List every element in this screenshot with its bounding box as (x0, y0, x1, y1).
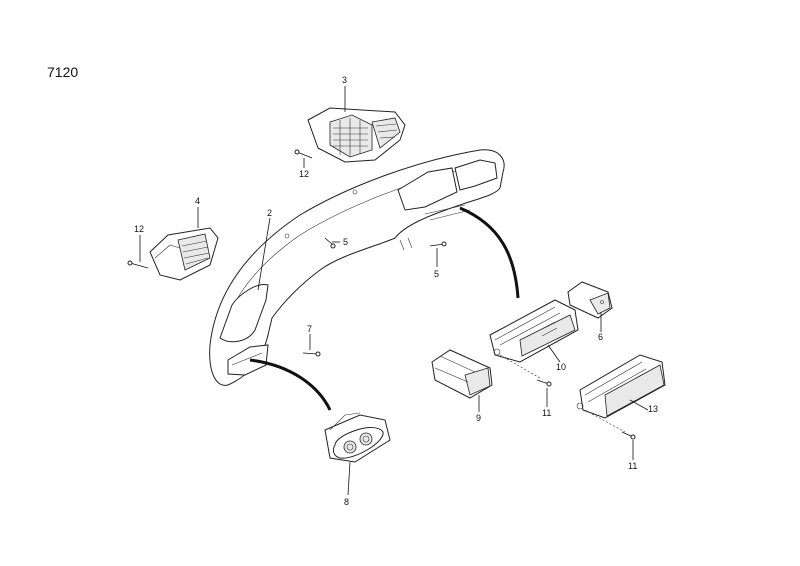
callout-2: 2 (267, 208, 272, 218)
screws (127, 149, 636, 440)
display-unit-10 (489, 299, 579, 363)
callout-6: 6 (598, 332, 603, 342)
callout-11: 11 (542, 408, 551, 418)
side-air-vent (149, 227, 219, 281)
callout-5: 5 (343, 237, 348, 247)
callout-9: 9 (476, 413, 481, 423)
rocker-switch-9 (431, 349, 493, 399)
callout-5: 5 (434, 269, 439, 279)
switch-panel-8 (324, 412, 391, 463)
dashboard-trim-panel (209, 149, 505, 386)
callout-labels: 3 12 4 12 2 5 5 7 6 10 9 11 13 11 8 (134, 75, 658, 507)
switch-6 (567, 281, 613, 319)
callout-3: 3 (342, 75, 347, 85)
callout-12: 12 (134, 224, 144, 234)
callout-10: 10 (556, 362, 566, 372)
center-air-vent (307, 107, 406, 163)
leader-lines (139, 86, 649, 496)
callout-13: 13 (648, 404, 658, 414)
callout-4: 4 (195, 196, 200, 206)
callout-11: 11 (628, 461, 637, 471)
callout-12: 12 (299, 169, 309, 179)
callout-7: 7 (307, 324, 312, 334)
callout-8: 8 (344, 497, 349, 507)
storage-compartment-13 (576, 354, 666, 419)
diagram-number: 7120 (47, 64, 78, 80)
